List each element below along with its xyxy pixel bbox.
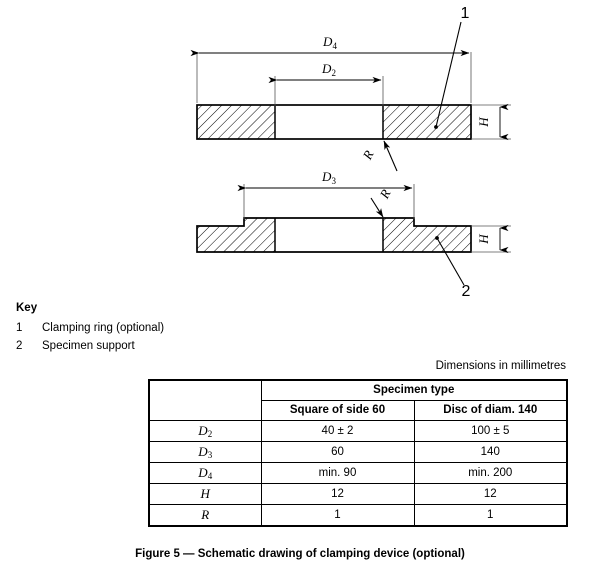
callout-2-leader (435, 236, 465, 286)
r-lower-label: R (376, 187, 393, 202)
dimension-d4: D4 (190, 34, 472, 103)
lower-flange-section (196, 217, 472, 253)
key-item-1: 1 Clamping ring (optional) (16, 320, 346, 337)
symbol-text: H (200, 485, 210, 501)
table-corner-cell (148, 379, 262, 421)
row-value-disc: 12 (413, 482, 569, 505)
row-value-square: min. 90 (260, 461, 415, 484)
symbol-text: D3 (198, 443, 213, 460)
row-value-square: 12 (260, 482, 415, 505)
table-header-row-group: Specimen type (148, 379, 569, 421)
symbol-text: R (201, 506, 210, 522)
upper-flange-hatch-left (197, 105, 275, 139)
key-block: Key 1 Clamping ring (optional) 2 Specime… (16, 300, 346, 355)
radius-leader-lower: R (370, 187, 394, 218)
figure-caption: Figure 5 — Schematic drawing of clamping… (135, 548, 465, 560)
symbol-text: D2 (198, 422, 213, 439)
row-value-disc: 1 (413, 503, 569, 527)
r-upper-leader (383, 140, 398, 172)
symbol-text: D4 (198, 464, 213, 481)
upper-flange-section (196, 104, 472, 140)
table-header-disc: Disc of diam. 140 (413, 399, 569, 421)
table-row: D3 60 140 (148, 440, 569, 463)
callout-1-number: 1 (461, 5, 470, 22)
row-symbol-h: H (148, 482, 262, 505)
r-upper-label: R (359, 148, 376, 163)
row-value-disc: 100 ± 5 (413, 419, 569, 442)
figure-drawing: D4 D2 H R 1 (190, 5, 511, 300)
table-row: R 1 1 (148, 503, 569, 527)
row-symbol-d4: D4 (148, 461, 262, 484)
dimension-h-lower: H (471, 224, 511, 254)
dimension-d2: D2 (268, 61, 384, 106)
row-symbol-r: R (148, 503, 262, 527)
dimensions-note: Dimensions in millimetres (435, 360, 566, 372)
table-row: H 12 12 (148, 482, 569, 505)
callout-2-group: 2 (435, 236, 471, 300)
key-item-2-label: Specimen support (42, 339, 135, 352)
h-upper-label: H (476, 117, 491, 128)
dimensions-table: Specimen type Square of side 60 Disc of … (148, 379, 569, 527)
row-value-disc: 140 (413, 440, 569, 463)
lower-flange-hatch-left (197, 218, 275, 252)
upper-flange-hatch-right (383, 105, 471, 139)
key-title: Key (16, 302, 38, 314)
row-symbol-d2: D2 (148, 419, 262, 442)
key-item-1-number: 1 (16, 322, 23, 335)
lower-flange-outline (196, 217, 472, 253)
table-header-square: Square of side 60 (260, 399, 415, 421)
table-row: D2 40 ± 2 100 ± 5 (148, 419, 569, 442)
callout-2-number: 2 (462, 283, 471, 300)
lower-flange-hatch-right (383, 218, 471, 252)
upper-flange-outline (196, 104, 472, 140)
row-value-square: 60 (260, 440, 415, 463)
r-lower-leader (370, 197, 384, 218)
key-item-2-number: 2 (16, 339, 23, 352)
dimensions-table-wrapper: Specimen type Square of side 60 Disc of … (148, 379, 569, 527)
h-lower-label: H (476, 234, 491, 245)
row-value-square: 1 (260, 503, 415, 527)
d4-label: D4 (322, 34, 337, 51)
key-item-1-label: Clamping ring (optional) (42, 322, 165, 335)
row-symbol-d3: D3 (148, 440, 262, 463)
table-row: D4 min. 90 min. 200 (148, 461, 569, 484)
row-value-square: 40 ± 2 (260, 419, 415, 442)
clamping-device-schematic: D4 D2 H R 1 (190, 5, 511, 300)
dimension-d3: D3 (237, 169, 415, 219)
key-item-2: 2 Specimen support (16, 338, 346, 355)
d3-label: D3 (321, 169, 336, 186)
radius-leader-upper: R (359, 140, 398, 172)
callout-1-group: 1 (434, 5, 470, 129)
d2-label: D2 (321, 61, 336, 78)
row-value-disc: min. 200 (413, 461, 569, 484)
table-group-header: Specimen type (260, 379, 569, 401)
dimension-h-upper: H (471, 103, 511, 141)
callout-1-leader (434, 21, 462, 129)
